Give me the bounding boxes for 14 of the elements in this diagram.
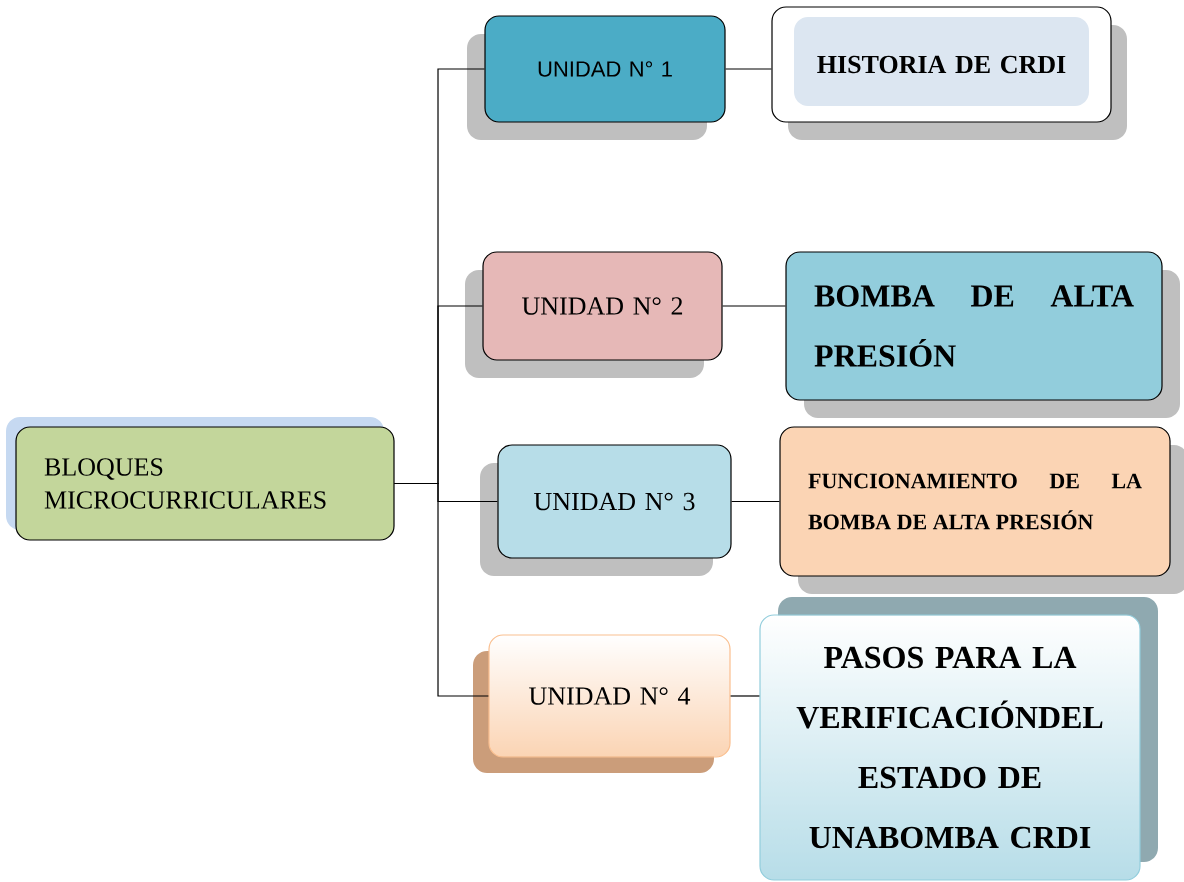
category-box: BLOQUES MICROCURRICULARES xyxy=(6,417,395,541)
topic-box: FUNCIONAMIENTO DE LA BOMBA DE ALTA PRESIÓN xyxy=(779,426,1184,594)
unit-box: UNIDAD N° 1 xyxy=(467,15,726,140)
topic-box: PASOS PARA LA VERIFICACIÓNDEL ESTADO DE UNABOMBA CRDI xyxy=(759,597,1158,881)
connector-line xyxy=(730,695,760,697)
topic-box: BOMBA DE ALTA PRESIÓN xyxy=(785,251,1180,418)
connector-line xyxy=(731,500,780,503)
connector-line xyxy=(722,305,786,307)
unit-box: UNIDAD N° 4 xyxy=(473,634,731,773)
topic-box: HISTORIA DE CRDI xyxy=(771,6,1127,140)
connector-line xyxy=(394,482,489,697)
unit-box: UNIDAD N° 2 xyxy=(465,251,723,378)
connector-line xyxy=(725,68,772,70)
unit-box: UNIDAD N° 3 xyxy=(480,444,732,576)
